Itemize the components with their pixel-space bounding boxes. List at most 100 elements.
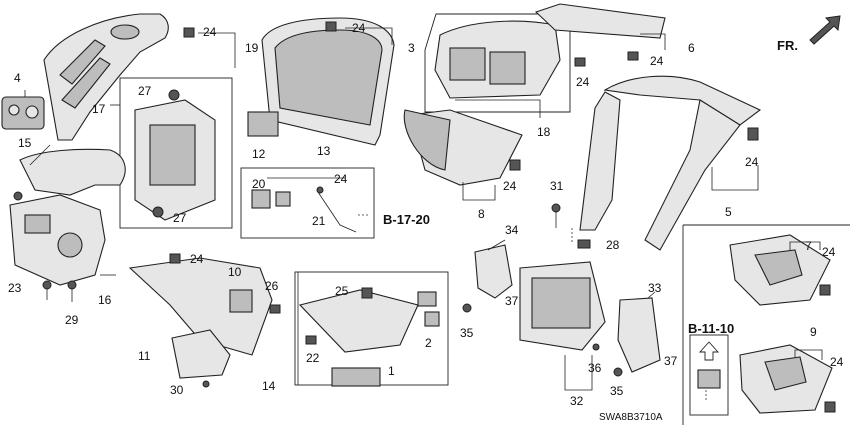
callout-8: 8 (478, 207, 485, 221)
callout-16: 16 (98, 293, 112, 307)
tray-cap (424, 311, 440, 327)
screw-35-right (613, 367, 623, 377)
callout-27-b: 27 (173, 211, 187, 225)
bolt-31-head (551, 203, 561, 213)
assembly-box-17 (119, 77, 233, 229)
storage-tray (298, 289, 419, 353)
callout-32: 32 (570, 394, 584, 408)
panel-7-opening (754, 249, 803, 286)
callout-21: 21 (312, 214, 326, 228)
screw-30 (202, 380, 210, 388)
screw-29 (67, 280, 77, 290)
display-screen (531, 277, 591, 329)
callout-34: 34 (505, 223, 519, 237)
callout-31: 31 (550, 179, 564, 193)
accessory-socket (251, 189, 271, 209)
callout-26: 26 (265, 279, 279, 293)
glove-box-bin (171, 329, 231, 379)
callout-7: 7 (805, 239, 812, 253)
panel-9-clip (824, 401, 836, 413)
callout-9: 9 (810, 325, 817, 339)
top-lid-clip-a (574, 57, 586, 67)
shift-panel-clip (509, 159, 521, 171)
drawing-code: SWA8B3710A (599, 412, 663, 423)
callout-30: 30 (170, 383, 184, 397)
center-bracket-opening (149, 124, 196, 186)
switch-knob-left (8, 104, 20, 116)
clip-26 (269, 304, 281, 314)
center-frame-right-leg (644, 99, 741, 251)
callout-28: 28 (606, 238, 620, 252)
callout-1: 1 (388, 364, 395, 378)
callout-24-j: 24 (830, 355, 844, 369)
tray-clip-22 (305, 335, 317, 345)
frame-clip (747, 127, 759, 141)
ref-switch (697, 369, 721, 389)
right-bracket-33 (617, 297, 661, 373)
center-vent-right (489, 51, 526, 85)
glove-box-door (128, 257, 273, 356)
dashed-leaders (358, 214, 707, 400)
center-frame-left-leg (579, 91, 621, 231)
left-bracket-34 (474, 244, 513, 299)
callout-12: 12 (252, 147, 266, 161)
callout-11: 11 (138, 349, 151, 363)
callout-24-e: 24 (745, 155, 759, 169)
knee-panel-opening (24, 214, 51, 234)
shift-boot (403, 109, 451, 171)
leader-lines (24, 27, 823, 391)
callout-14: 14 (262, 379, 276, 393)
callout-6: 6 (688, 41, 695, 55)
callout-17: 17 (92, 102, 106, 116)
clip-27-bottom (152, 206, 164, 218)
callout-19: 19 (245, 41, 259, 55)
callout-24-a: 24 (203, 25, 217, 39)
ref-arrow (698, 341, 720, 361)
panel-9-opening (764, 356, 807, 391)
knee-panel (9, 194, 106, 286)
accessory-cap (275, 191, 291, 207)
clip-24-glovebox (169, 253, 181, 264)
callout-35-a: 35 (460, 326, 474, 340)
callout-37-a: 37 (505, 294, 519, 308)
callout-labels: 1 2 3 4 5 6 7 8 9 10 11 12 13 14 15 16 1… (8, 21, 844, 408)
callout-5: 5 (725, 205, 732, 219)
reference-b-17-20: B-17-20 (383, 212, 430, 227)
screw-23 (42, 280, 52, 290)
knee-panel-ignition-ring (57, 232, 83, 258)
callout-18: 18 (537, 125, 551, 139)
callout-24-d: 24 (650, 54, 664, 68)
tray-clip-25 (361, 287, 373, 299)
hood-clip (13, 191, 23, 201)
lower-dash-hood (19, 148, 126, 196)
top-lid (534, 3, 666, 39)
dash-speaker-grille (110, 24, 140, 40)
dash-vent-right (61, 57, 111, 109)
callout-24-c: 24 (576, 75, 590, 89)
center-frame-top (603, 75, 762, 126)
callout-36: 36 (588, 361, 602, 375)
callout-29: 29 (65, 313, 79, 327)
nut-28 (577, 239, 591, 249)
callout-27-a: 27 (138, 84, 152, 98)
assembly-box-13 (240, 167, 375, 239)
center-vent-left (449, 47, 486, 81)
clip-27-top (168, 89, 180, 101)
callout-24-i: 24 (822, 245, 836, 259)
meter-visor-opening (274, 29, 383, 126)
callout-24-g: 24 (334, 172, 348, 186)
screw-36 (592, 343, 600, 351)
callout-35-b: 35 (610, 384, 624, 398)
reference-b-11-10: B-11-10 (688, 321, 734, 336)
callout-25: 25 (335, 284, 349, 298)
dash-vent-left (59, 39, 106, 85)
front-direction-label: FR. (777, 38, 798, 53)
ref-box (689, 334, 729, 416)
callout-37-b: 37 (664, 354, 678, 368)
top-lid-clip-b (627, 51, 639, 61)
callout-22: 22 (306, 351, 320, 365)
callout-20: 20 (252, 177, 266, 191)
glove-box-latch (229, 289, 253, 313)
